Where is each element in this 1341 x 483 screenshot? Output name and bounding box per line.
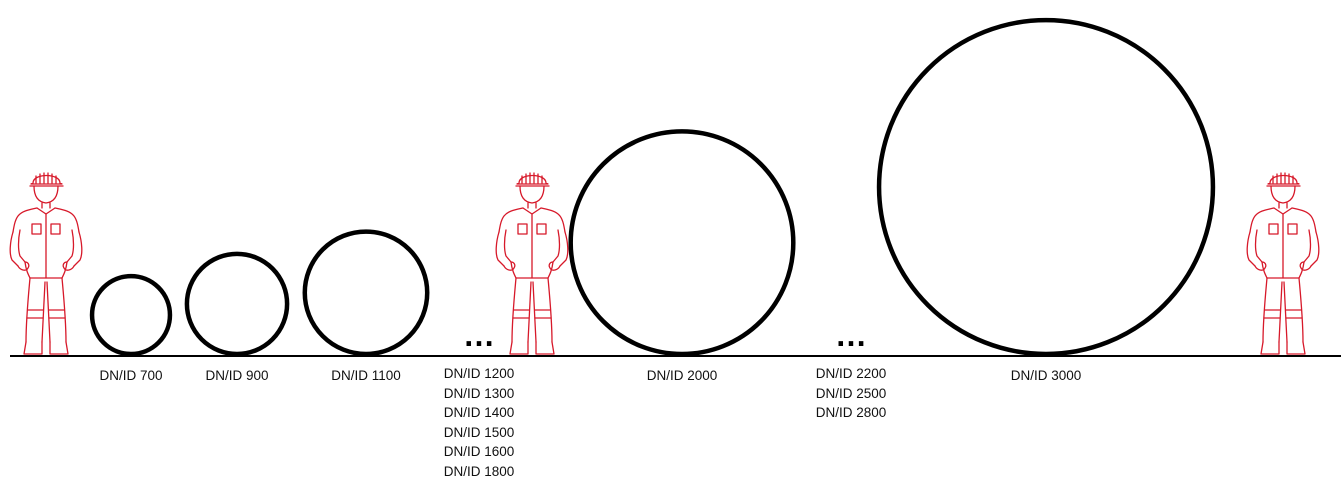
pipe-label: DN/ID 1100 (331, 368, 401, 383)
size-label: DN/ID 1300 (443, 385, 515, 401)
size-label: DN/ID 1600 (443, 444, 515, 459)
size-label: DN/ID 2200 (815, 366, 887, 381)
ellipsis-icon: … (835, 317, 867, 353)
size-label: DN/ID 1500 (443, 424, 515, 440)
pipe-label: DN/ID 900 (205, 368, 269, 383)
size-label: DN/ID 2500 (815, 385, 887, 401)
construction-worker-icon (495, 172, 569, 355)
pipe-circle (89, 273, 173, 357)
pipe-label: DN/ID 2000 (646, 368, 718, 383)
intermediate-sizes-list: DN/ID 1200 DN/ID 1300 DN/ID 1400 DN/ID 1… (444, 364, 515, 481)
ellipsis-icon: … (463, 317, 495, 353)
intermediate-sizes-list: DN/ID 2200 DN/ID 2500 DN/ID 2800 (816, 364, 887, 423)
pipe-circles (89, 17, 1216, 357)
pipe-circle (302, 229, 430, 357)
pipe-circle (568, 129, 796, 357)
pipe-circle (876, 17, 1216, 357)
construction-worker-icon (1246, 172, 1320, 355)
pipe-circle (184, 251, 290, 357)
size-label: DN/ID 1200 (443, 366, 515, 381)
pipe-label: DN/ID 700 (99, 368, 163, 383)
size-label: DN/ID 1400 (443, 405, 515, 420)
size-label: DN/ID 2800 (815, 405, 887, 420)
construction-worker-icon (9, 172, 83, 355)
pipe-label: DN/ID 3000 (1010, 368, 1082, 383)
size-label: DN/ID 1800 (443, 463, 515, 479)
